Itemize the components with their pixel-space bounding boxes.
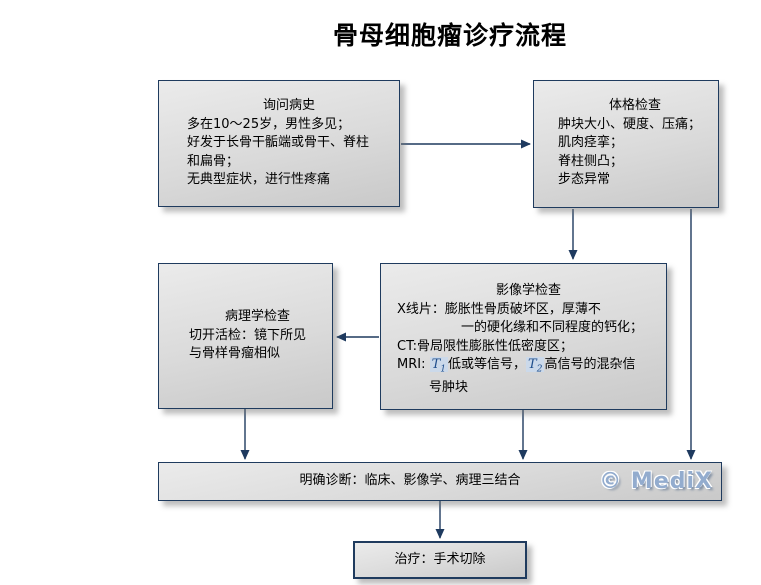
node-medical-history-line: 和扁骨； (187, 153, 240, 169)
node-physical-exam-title: 体格检查 (608, 98, 661, 113)
t2-subscript: 2 (536, 364, 543, 375)
node-imaging-xray-line-cont: 一的硬化缘和不同程度的钙化； (461, 320, 644, 335)
node-pathology-exam-line: 切开活检：镜下所见 (189, 327, 307, 343)
t1-symbol: T (431, 357, 441, 372)
node-pathology-exam-line: 与骨样骨瘤相似 (189, 346, 281, 362)
node-medical-history: 询问病史 多在10～25岁，男性多见； 好发于长骨干骺端或骨干、脊柱 和扁骨； … (158, 80, 400, 207)
node-imaging-ct-line: CT:骨局限性膨胀性低密度区； (397, 338, 573, 354)
node-physical-exam-line: 肌肉痉挛； (558, 135, 624, 150)
mri-prefix: MRI: (397, 357, 430, 372)
node-physical-exam-line: 步态异常 (558, 172, 611, 187)
t2-symbol: T (528, 357, 537, 372)
node-treatment: 治疗：手术切除 (353, 541, 527, 579)
node-medical-history-line: 好发于长骨干骺端或骨干、脊柱 (187, 135, 370, 150)
node-imaging-mri-line-cont: 号肿块 (429, 380, 469, 396)
node-definite-diagnosis: 明确诊断：临床、影像学、病理三结合 © MediX (158, 462, 722, 501)
node-treatment-label: 治疗：手术切除 (394, 551, 486, 567)
node-medical-history-line: 多在10～25岁，男性多见； (187, 116, 351, 132)
node-physical-exam-line: 肿块大小、硬度、压痛； (558, 116, 702, 132)
node-pathology-exam-title: 病理学检查 (224, 309, 290, 325)
mri-suffix-text: 高信号的混杂信 (544, 357, 636, 372)
node-medical-history-line: 无典型症状，进行性疼痛 (187, 172, 331, 187)
node-physical-exam: 体格检查 肿块大小、硬度、压痛； 肌肉痉挛； 脊柱侧凸； 步态异常 (533, 80, 719, 208)
node-imaging-xray-line: X线片：膨胀性骨质破坏区，厚薄不 (397, 301, 601, 317)
node-definite-diagnosis-label: 明确诊断：临床、影像学、病理三结合 (299, 473, 521, 489)
node-imaging-exam: 影像学检查 X线片：膨胀性骨质破坏区，厚薄不 一的硬化缘和不同程度的钙化； CT… (380, 263, 667, 410)
mri-mid-text: 低或等信号， (448, 357, 527, 372)
t1-subscript: 1 (440, 364, 447, 375)
node-pathology-exam: 病理学检查 切开活检：镜下所见 与骨样骨瘤相似 (158, 263, 333, 409)
medix-watermark: © MediX (599, 468, 713, 494)
node-medical-history-title: 询问病史 (262, 98, 315, 113)
node-imaging-exam-title: 影像学检查 (495, 283, 561, 298)
t2-formula: T2 (526, 357, 545, 375)
node-physical-exam-line: 脊柱侧凸； (558, 153, 624, 169)
page-title: 骨母细胞瘤诊疗流程 (332, 21, 567, 50)
t1-formula: T1 (429, 357, 449, 375)
